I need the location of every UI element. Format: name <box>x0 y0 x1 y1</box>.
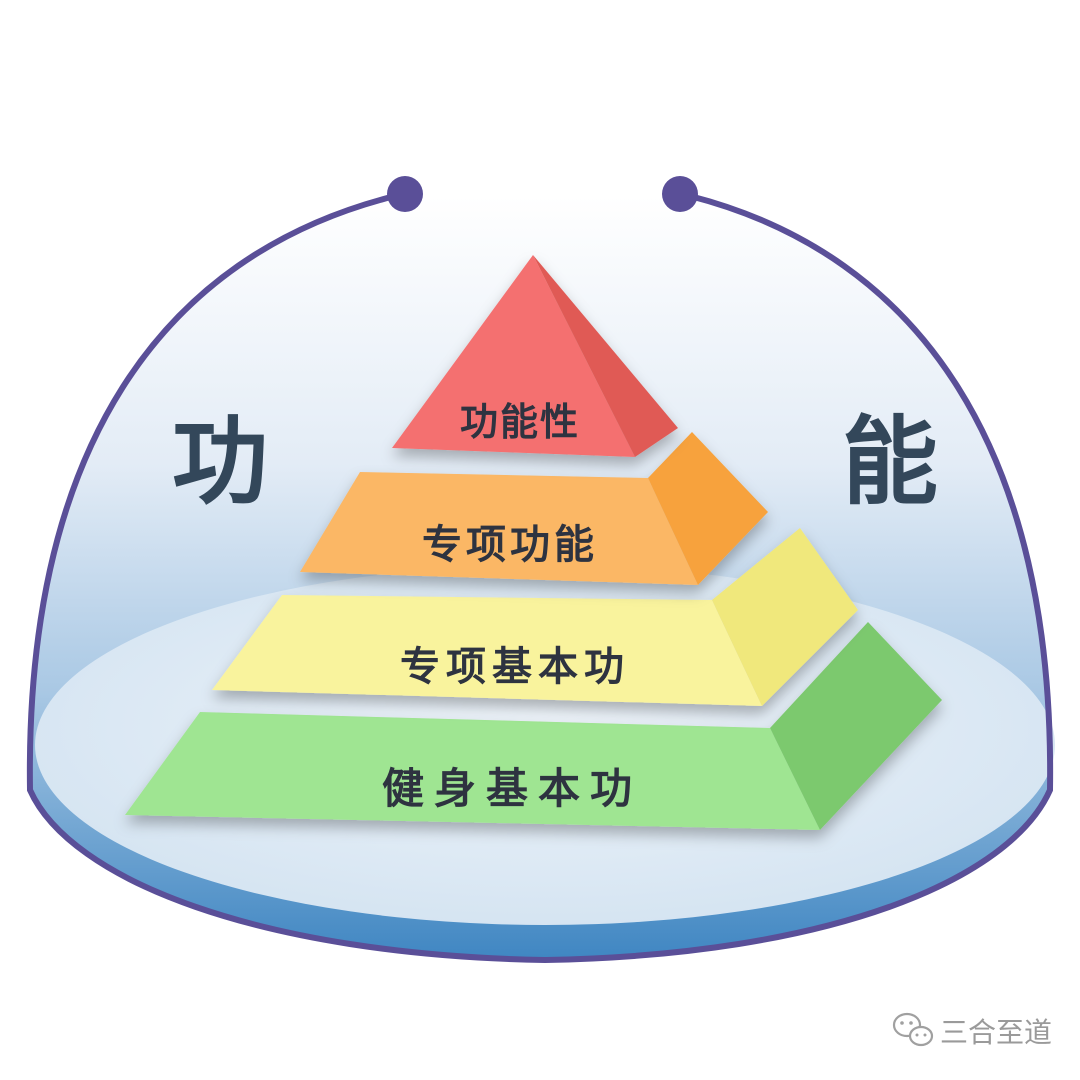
tier-top-side <box>533 255 678 457</box>
side-char-left: 功 <box>172 406 268 518</box>
side-char-right: 能 <box>842 406 938 518</box>
dome-arc <box>26 193 1054 964</box>
tier-second-side <box>648 432 768 585</box>
arc-right-dot <box>662 176 698 212</box>
watermark-text: 三合至道 <box>940 1016 1052 1049</box>
tier-third-front <box>212 595 762 706</box>
tier-second <box>300 432 768 585</box>
tier-top <box>392 255 678 457</box>
tier-second-label: 专项功能 <box>422 522 598 568</box>
tier-third <box>212 528 858 706</box>
tier-base-front <box>125 712 820 830</box>
tier-top-label: 功能性 <box>460 400 580 444</box>
watermark: 三合至道 <box>892 1012 1052 1049</box>
tier-second-front <box>300 472 698 585</box>
arc-left-dot <box>387 176 423 212</box>
tier-third-label: 专项基本功 <box>400 644 630 690</box>
tier-base-label: 健身基本功 <box>382 764 642 813</box>
tier-third-side <box>712 528 858 706</box>
wechat-icon <box>892 1012 934 1047</box>
tier-base <box>125 622 942 830</box>
tier-base-side <box>770 622 942 830</box>
tier-top-front <box>392 255 635 457</box>
